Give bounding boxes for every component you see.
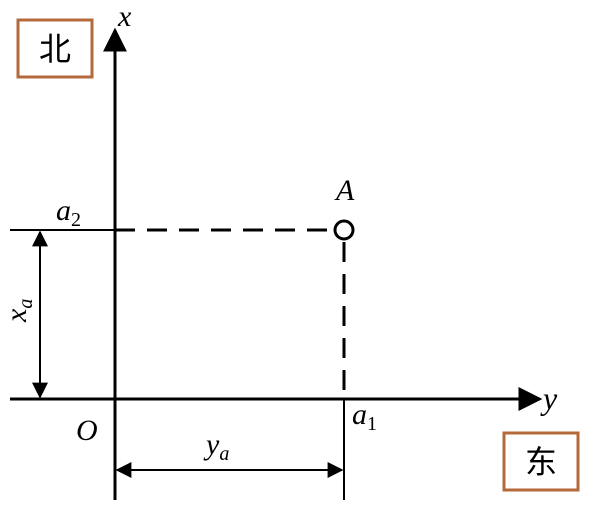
xa-label: xa [0,299,37,323]
y-axis-label: y [540,380,558,416]
east-box [502,431,580,492]
east-label: 东 [525,443,557,481]
a1-label: a1 [352,398,377,435]
x-axis-label: x [117,0,132,33]
north-label: 北 [39,30,71,68]
point-a [333,219,355,241]
a2-label: a2 [56,194,81,231]
origin-label: O [76,414,98,447]
north-box [16,18,94,79]
point-a-label: A [334,174,355,207]
ya-label: ya [203,428,229,465]
